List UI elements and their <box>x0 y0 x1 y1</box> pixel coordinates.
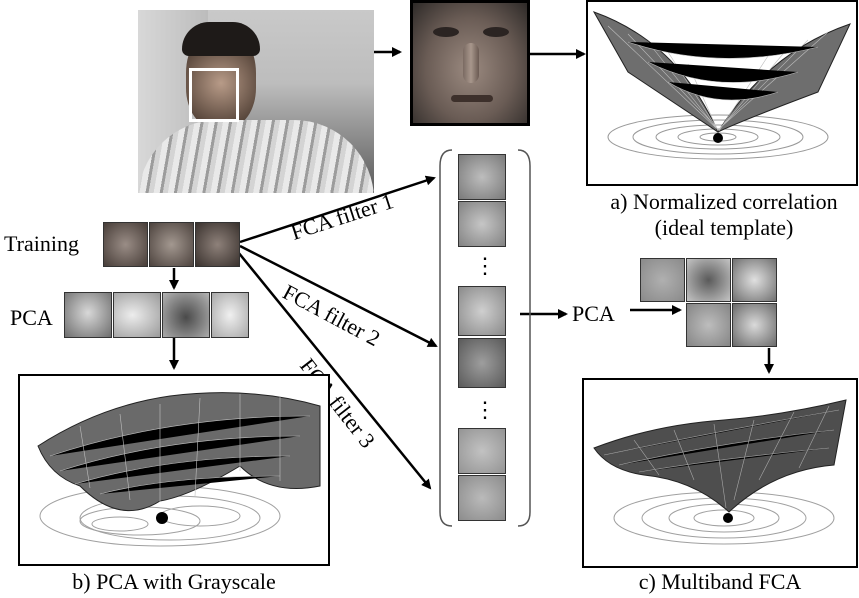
multiband-eigenface-2 <box>686 258 731 302</box>
filter1-face-2 <box>458 201 506 247</box>
caption-a-line2: (ideal template) <box>654 215 794 240</box>
pca-eigenface-4 <box>211 292 249 338</box>
pca-eigenface-1 <box>64 292 112 338</box>
filter1-face-1 <box>458 154 506 200</box>
surface-a-minimum <box>713 133 723 143</box>
filter-column-bracket-right <box>517 149 531 527</box>
face-selection-box <box>189 68 239 122</box>
person-sweater <box>138 120 374 193</box>
surface-c-grid <box>603 405 840 509</box>
training-face-3 <box>195 222 240 267</box>
filter3-face-2 <box>458 475 506 521</box>
filter-column-bracket <box>439 149 453 527</box>
surface-b-minimum <box>156 512 168 524</box>
multiband-eigenface-3 <box>732 258 777 302</box>
surface-b-grid <box>49 394 311 502</box>
crop-mouth <box>451 95 493 102</box>
pca-eigenface-2 <box>113 292 161 338</box>
crop-eye-left <box>433 27 459 37</box>
filter2-face-2 <box>458 338 506 388</box>
training-face-2 <box>149 222 194 267</box>
surface-a-grid <box>607 25 829 132</box>
surface-plot-a <box>586 0 858 186</box>
multiband-eigenface-1 <box>640 258 685 302</box>
pca-right-label: PCA <box>572 301 615 326</box>
multiband-eigenface-5 <box>732 303 777 347</box>
arrow-filter-1 <box>239 175 436 244</box>
person-hair <box>182 22 260 56</box>
arrow-filter-3 <box>237 251 432 490</box>
pca-left-label: PCA <box>10 305 53 330</box>
cropped-face <box>410 0 530 126</box>
surface-a-contours <box>607 114 829 160</box>
surface-a-graphic <box>592 11 851 160</box>
crop-nose <box>463 43 479 83</box>
arrow-filter-2 <box>239 244 438 348</box>
surface-c-mesh <box>593 399 847 513</box>
input-photo <box>138 10 374 193</box>
surface-plot-b <box>18 374 330 566</box>
surface-b-graphic <box>37 392 321 547</box>
crop-eye-right <box>483 27 509 37</box>
multiband-eigenface-4 <box>686 303 731 347</box>
filter2-face-1 <box>458 286 506 336</box>
surface-c-graphic <box>593 399 847 545</box>
caption-c: c) Multiband FCA <box>638 569 802 594</box>
surface-plot-c <box>582 378 858 568</box>
filter-ellipsis-1: ⋮ <box>474 253 496 278</box>
caption-b: b) PCA with Grayscale <box>72 569 276 594</box>
training-face-1 <box>103 222 148 267</box>
filter3-face-1 <box>458 428 506 474</box>
surface-c-minimum <box>723 513 733 523</box>
caption-a-line1: a) Normalized correlation <box>610 189 838 214</box>
pca-eigenface-3 <box>162 292 210 338</box>
filter-ellipsis-2: ⋮ <box>474 397 496 422</box>
training-label: Training <box>4 231 79 256</box>
